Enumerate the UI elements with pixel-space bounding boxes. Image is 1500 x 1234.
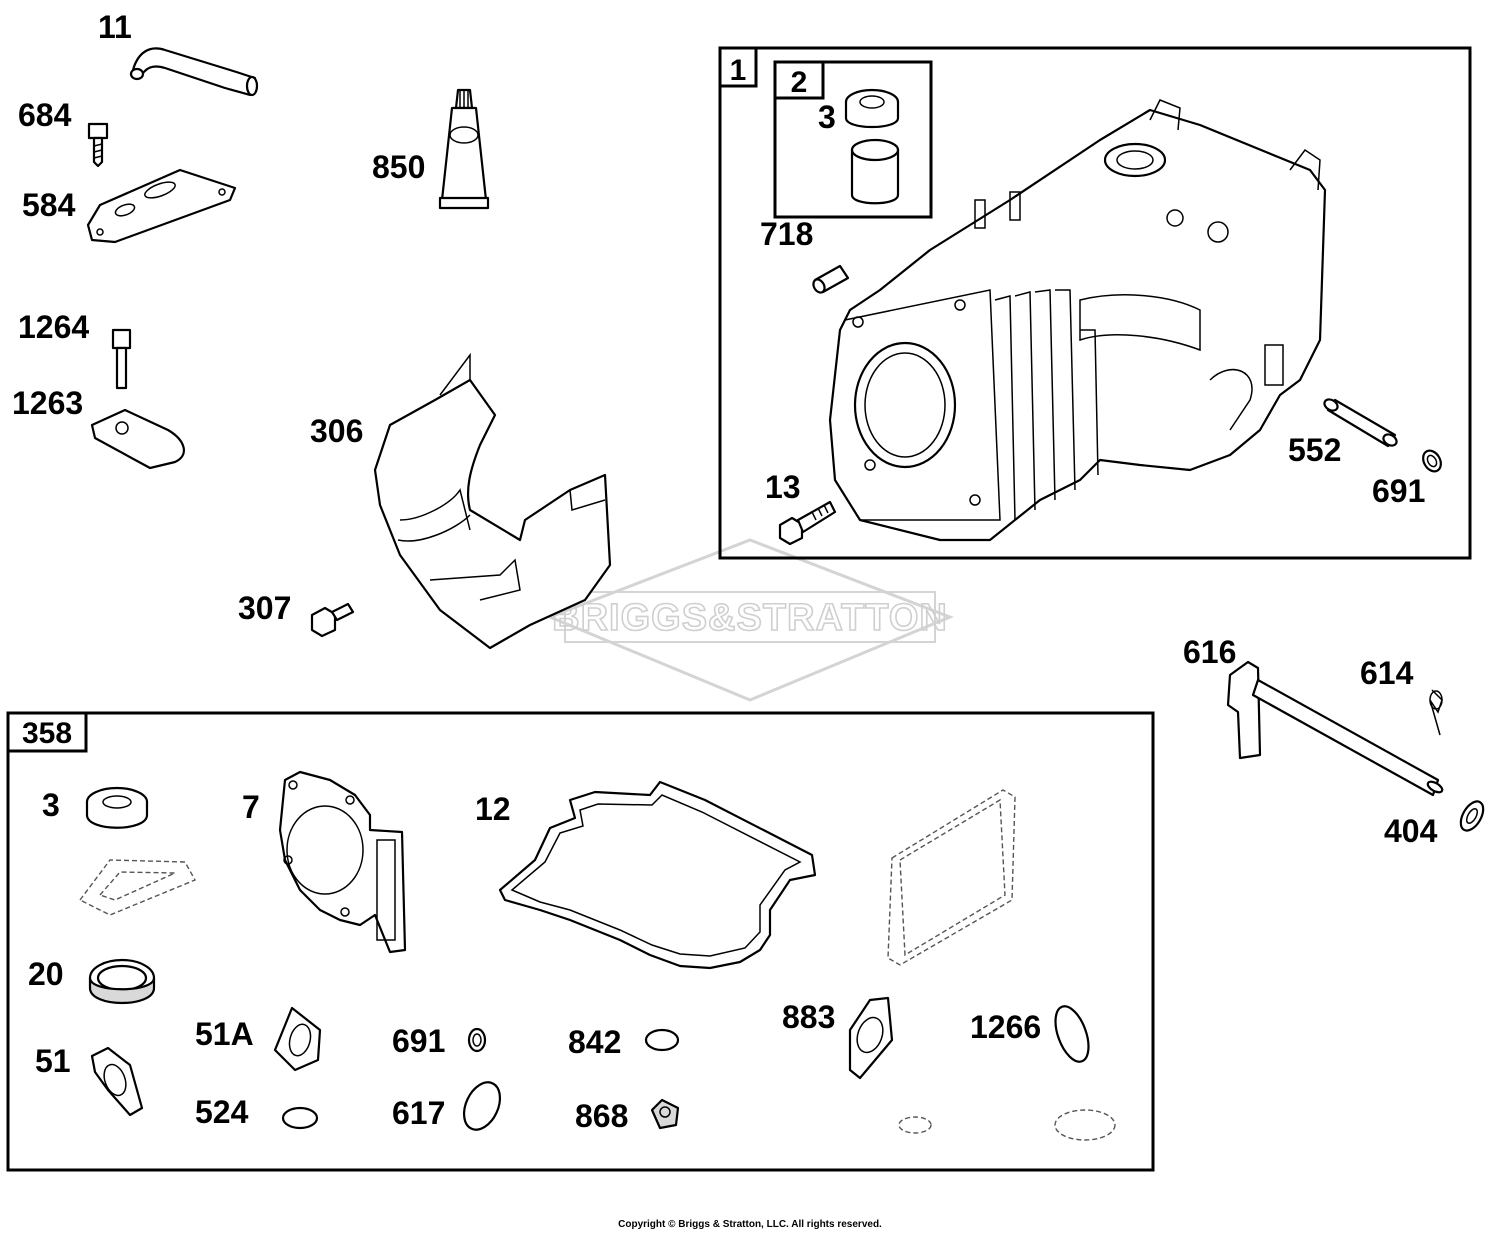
callout-1266: 1266: [970, 1009, 1041, 1045]
callout-850: 850: [372, 149, 425, 185]
oring-dashed-2-part: [1054, 1109, 1116, 1141]
oring-1266-part: [1054, 1005, 1090, 1063]
callout-691-upper: 691: [1372, 473, 1425, 509]
oring-dashed-1-part: [898, 1116, 932, 1134]
gasket-dashed-2-part: [887, 789, 1016, 966]
callout-51: 51: [35, 1043, 71, 1079]
callout-883: 883: [782, 999, 835, 1035]
box-label-1: 1: [730, 54, 747, 87]
governor-shaft-616-part: [1226, 660, 1444, 797]
gasket-set-box-358-tag: [6, 711, 88, 753]
oring-691-lower-part: [467, 1027, 487, 1053]
oil-seal-3-gasket-set-part: [85, 786, 149, 829]
bushing-sleeve-part: [850, 138, 900, 205]
callout-306: 306: [310, 413, 363, 449]
oring-842-part: [644, 1028, 680, 1052]
oring-691-upper-part: [1422, 449, 1442, 473]
callout-584: 584: [22, 187, 76, 223]
callout-614: 614: [1360, 655, 1414, 691]
callout-617: 617: [392, 1095, 445, 1131]
gasket-set-box-358: [6, 711, 1155, 1172]
oil-seal-3-part: [844, 88, 900, 128]
gasket-51a-part: [273, 1006, 322, 1072]
callout-524: 524: [195, 1094, 249, 1130]
watermark-text: BRIGGS&STRATTON: [552, 597, 948, 639]
breather-tube-part: [129, 47, 259, 97]
callout-842: 842: [568, 1024, 621, 1060]
callout-1263: 1263: [12, 385, 83, 421]
callout-691-lower: 691: [392, 1023, 445, 1059]
dowel-pin-718-part: [812, 264, 850, 294]
callout-552: 552: [1288, 432, 1341, 468]
callout-718: 718: [760, 216, 813, 252]
callout-868: 868: [575, 1098, 628, 1134]
screw-307-part: [310, 602, 355, 638]
grommet-868-part: [650, 1098, 680, 1130]
callout-51a: 51A: [195, 1016, 254, 1052]
callout-7: 7: [242, 789, 260, 825]
gasket-883-part: [848, 996, 894, 1080]
oring-524-part: [281, 1106, 319, 1130]
assembly-box-1: [718, 46, 1472, 560]
screw-684-part: [87, 122, 109, 168]
assembly-box-1-tag: [718, 46, 758, 88]
assembly-box-2-tag: [773, 60, 825, 100]
washer-404-part: [1459, 800, 1485, 832]
brand-watermark: BRIGGS&STRATTON: [545, 538, 955, 702]
plate-1263-part: [90, 408, 185, 470]
head-gasket-7-part: [278, 770, 407, 954]
box-label-2: 2: [791, 66, 808, 99]
copyright-notice: Copyright © Briggs & Stratton, LLC. All …: [618, 1219, 882, 1230]
callout-13: 13: [765, 469, 801, 505]
box-label-358: 358: [22, 717, 72, 750]
crankcase-gasket-12-part: [498, 780, 817, 970]
callout-20: 20: [28, 956, 64, 992]
air-guide-306-part: [373, 352, 612, 650]
gasket-dashed-1-part: [78, 859, 196, 916]
gasket-51-part: [90, 1046, 144, 1117]
tube-552-part: [1323, 398, 1398, 448]
callout-404: 404: [1384, 813, 1438, 849]
bolt-1264-part: [111, 328, 132, 390]
callout-616: 616: [1183, 634, 1236, 670]
oil-seal-20-part: [88, 958, 156, 1004]
hitch-pin-614-part: [1429, 689, 1443, 736]
callout-12: 12: [475, 791, 511, 827]
callout-684: 684: [18, 97, 72, 133]
breather-cover-584-part: [86, 168, 237, 244]
callout-307: 307: [238, 590, 291, 626]
oring-617-part: [462, 1081, 502, 1131]
cylinder-block-part: [828, 99, 1327, 542]
callout-3-upper: 3: [818, 99, 836, 135]
bolt-13-part: [778, 500, 837, 546]
callout-11: 11: [98, 9, 132, 45]
sealant-tube-850-part: [438, 88, 490, 210]
assembly-box-2: [773, 60, 933, 219]
callout-3-lower: 3: [42, 787, 60, 823]
callout-1264: 1264: [18, 309, 89, 345]
